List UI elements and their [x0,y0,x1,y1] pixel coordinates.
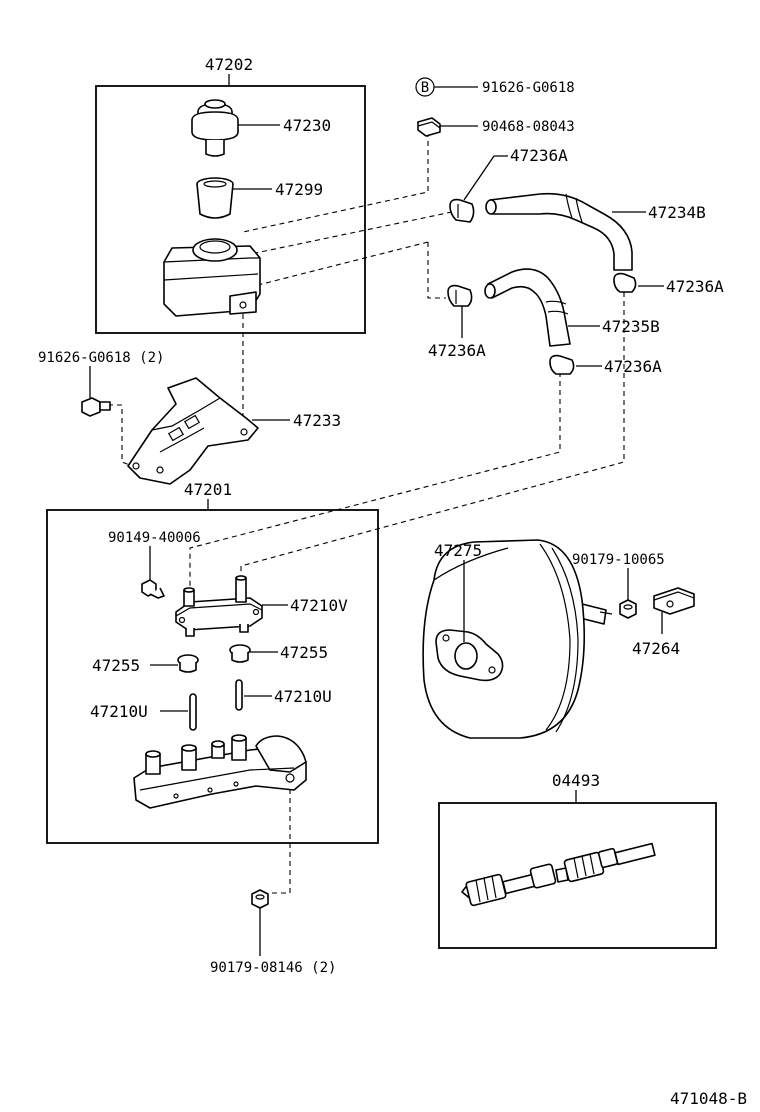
hose-lower [484,268,571,347]
clamp-upper [449,198,475,223]
clevis [653,587,695,615]
bracket-leader: 47233 [252,411,341,430]
grommet-right-number: 47255 [280,643,328,662]
master-cylinder-body [133,734,307,809]
reservoir-tank [163,238,261,317]
booster-number: 47275 [434,541,482,560]
grommet-left-leader: 47255 [92,656,178,675]
strainer-leader: 47299 [233,180,323,199]
screw-leader: 90149-40006 [108,530,201,580]
pin-left-leader: 47210U [90,702,188,721]
clamp-lower-leader: 47236A [576,357,662,376]
hose-upper [485,192,633,271]
booster-nut [619,599,637,619]
clip-nut-leader: 90468-08043 [440,119,575,135]
repair-kit-number: 04493 [552,771,600,790]
clamp-right-leader: 47236A [638,277,724,296]
union-plate-number: 47210V [290,596,348,615]
brake-booster [422,539,613,739]
screw [141,579,165,599]
grommet-right [229,644,251,663]
booster-leader: 47275 [434,541,482,642]
pin-right [235,679,243,711]
reservoir-assembly-box: 47202 [95,55,366,334]
master-cylinder-assembly-box: 47201 [46,480,379,844]
reservoir-cap-number: 47230 [283,116,331,135]
mc-nut-number: 90179-08146 (2) [210,960,336,976]
pin-left-number: 47210U [90,702,148,721]
clevis-number: 47264 [632,639,680,658]
booster-nut-leader: 90179-10065 [572,552,665,600]
clamp-right [613,272,637,293]
pin-left [189,693,197,731]
union-plate-leader: 47210V [262,596,348,615]
bolt-left-number: 91626-G0618 (2) [38,350,164,366]
clevis-leader: 47264 [632,612,680,658]
pin-right-leader: 47210U [244,687,332,706]
repair-kit-pistons [461,842,656,907]
clamp-upper-number: 47236A [510,146,568,165]
bolt-marker-letter: B [421,80,429,96]
strainer-number: 47299 [275,180,323,199]
bracket [127,377,259,485]
clamp-lower [549,354,575,375]
booster-nut-number: 90179-10065 [572,552,665,568]
mc-nut-leader: 90179-08146 (2) [210,908,336,976]
reservoir-assembly-number: 47202 [205,55,253,74]
bracket-number: 47233 [293,411,341,430]
bolt-b-number: 91626-G0618 [482,80,575,96]
clamp-lower-number: 47236A [604,357,662,376]
repair-kit-box: 04493 [438,771,717,949]
clamp-middle-number: 47236A [428,341,486,360]
master-cylinder-assembly-number: 47201 [184,480,232,499]
screw-number: 90149-40006 [108,530,201,546]
clip-nut [417,117,441,137]
clip-nut-number: 90468-08043 [482,119,575,135]
pin-right-number: 47210U [274,687,332,706]
bolt-left [81,397,111,417]
clamp-right-number: 47236A [666,277,724,296]
union-plate [175,575,263,637]
strainer [196,177,234,219]
grommet-right-leader: 47255 [250,643,328,662]
assembly-dashed-lines [108,132,625,894]
clamp-middle [447,284,473,307]
reservoir-cap [191,99,239,157]
hose-upper-number: 47234B [648,203,706,222]
bolt-b-callout: B 91626-G0618 [415,77,575,97]
mc-nut [251,889,269,909]
bolt-left-leader: 91626-G0618 (2) [38,350,164,398]
grommet-left [177,654,199,673]
diagram-code: 471048-B [670,1089,747,1108]
clamp-upper-leader: 47236A [463,146,568,201]
hose-upper-leader: 47234B [612,203,706,222]
reservoir-cap-leader: 47230 [238,116,331,135]
hose-lower-number: 47235B [602,317,660,336]
clamp-middle-leader: 47236A [428,306,486,360]
hose-lower-leader: 47235B [568,317,660,336]
grommet-left-number: 47255 [92,656,140,675]
